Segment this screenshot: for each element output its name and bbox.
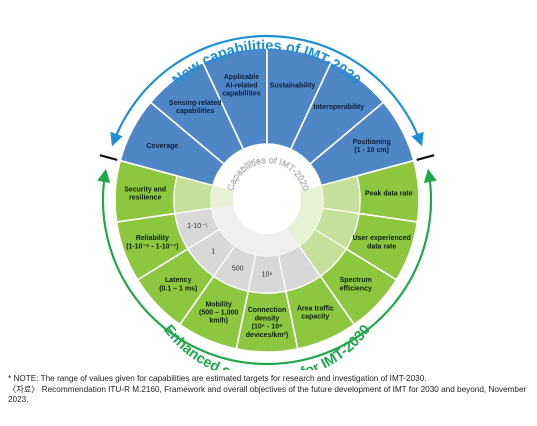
enhanced-capability-label: Security and resilience [124,186,166,201]
label-line: Mobility [205,301,232,308]
inner-blank-sector [281,149,310,179]
new-capability-label: Interoperability [314,104,365,111]
label-line: capacity [301,314,329,321]
inner-blank-sector [243,144,267,170]
new-capability-label: Sustainability [270,82,316,89]
imt-2020-inner-ring: 10⁶ 500 1 1-10⁻⁵ [173,144,361,294]
enhanced-capability-label: Reliability(1-10⁻⁵ - 1-10⁻⁷) [126,235,178,250]
label-line: Security and [124,186,166,193]
label-line: devices/km²) [246,332,288,339]
label-line: Coverage [146,143,178,150]
inner-blank-sector [224,149,253,179]
label-line: Applicable [224,74,260,81]
inner-core-sector [234,227,261,255]
label-line: (10⁶ - 10⁸ [252,324,283,331]
inner-core-sector [286,217,315,246]
inner-blank-sector [293,164,322,192]
label-line: Latency [165,277,192,284]
footnote-source: 〈자료〉 Recommendation ITU-R M.2160, Framew… [8,384,527,405]
inner-blank-sector [267,144,291,170]
imt-2020-value: 1 [211,248,215,255]
label-line: Interoperability [314,104,365,111]
label-line: (1-10⁻⁵ - 1-10⁻⁷) [126,243,178,250]
inner-core-sector [273,227,300,255]
label-line: Connection [248,307,287,314]
label-line: km/h) [209,318,228,325]
label-line: Sustainability [270,82,316,89]
boundary-tick [99,154,118,161]
inner-core-sector [255,233,279,257]
new-capability-label: Positioning(1 - 10 cm) [353,139,391,154]
inner-core-sector [211,204,239,230]
label-line: Area traffic [297,305,334,312]
label-line: (0.1 – 1 ms) [159,285,197,292]
label-line: density [255,315,280,322]
label-line: capabilities [222,90,260,97]
label-line: resilience [129,195,161,202]
label-line: Peak data rate [365,190,413,197]
inner-core-sector [299,185,323,209]
label-line: (500 – 1,000 [199,310,238,317]
label-line: (1 - 10 cm) [354,147,389,154]
imt-2020-value: 10⁶ [262,272,273,279]
inner-core-sector [211,185,235,209]
new-capability-label: Coverage [146,143,178,150]
label-line: efficiency [340,285,372,292]
label-line: User experienced [352,235,410,242]
label-line: capabilities [176,108,214,115]
label-line: AI-related [225,82,257,89]
footnote-note: * NOTE: The range of values given for ca… [8,374,427,383]
imt-2020-value: 1-10⁻⁵ [187,223,208,230]
capability-sectors [114,47,420,353]
imt-2020-value: 500 [232,265,244,272]
label-line: Sensing-related [169,100,222,107]
boundary-tick [416,154,435,161]
label-line: data rate [367,243,396,250]
enhanced-capability-label: Latency(0.1 – 1 ms) [159,277,197,292]
new-capabilities-arrow [110,34,424,147]
enhanced-capability-label: Peak data rate [365,190,413,197]
inner-core-sector [219,217,248,246]
center-disk [233,166,301,234]
enhanced-capability-label: Area traffic capacity [297,305,334,320]
label-line: Reliability [136,235,169,242]
label-line: Spectrum [340,277,372,284]
inner-core-sector [295,204,323,230]
inner-blank-sector [212,164,241,192]
enhanced-capabilities-arrow [97,168,437,366]
outer-arrow-arcs [97,34,437,366]
footnote: * NOTE: The range of values given for ca… [8,374,530,406]
label-line: Positioning [353,139,391,146]
